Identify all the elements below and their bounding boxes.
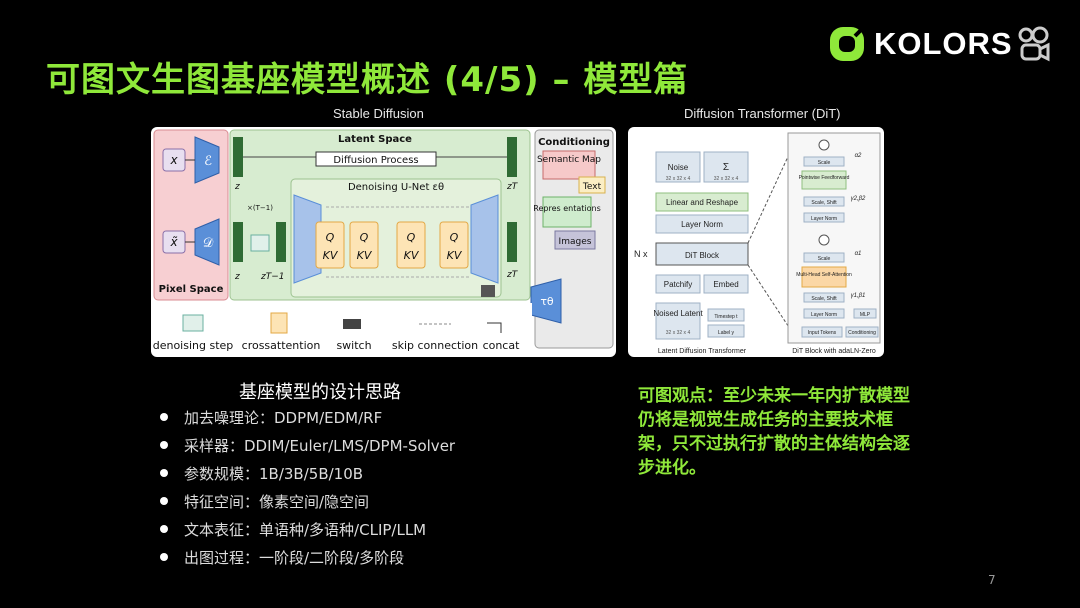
blk-scale1: Scale [818,160,831,166]
latent-space-label: Latent Space [338,134,412,145]
blk-ln2: Layer Norm [811,312,837,318]
bullet-dot-icon [160,412,168,421]
bullet-text: 特征空间：像素空间/隐空间 [184,493,370,511]
bullet-text: 参数规模：1B/3B/5B/10B [184,465,364,483]
blk-scaleshift2: Scale, Shift [811,296,837,302]
svg-text:Q: Q [326,231,335,244]
x-symbol: x [169,153,178,167]
design-heading: 基座模型的设计思路 [239,382,401,403]
svg-text:Q: Q [360,231,369,244]
bullet-dot-icon [160,440,168,449]
cond-repr: Repres entations [533,204,600,213]
legend-denoising: denoising step [153,339,234,352]
noised-latent: Noised Latent [653,309,703,318]
blk-conditioning: Conditioning [848,330,876,336]
list-item: 采样器：DDIM/Euler/LMS/DPM-Solver [160,432,455,460]
svg-text:Q: Q [450,231,459,244]
encoder-symbol: ℰ [204,154,212,169]
x-tilde-symbol: x̃ [169,235,178,249]
cond-images: Images [559,237,592,247]
noised-dims: 32 x 32 x 4 [666,330,691,336]
bullet-text: 加去噪理论：DDPM/EDM/RF [184,409,383,427]
decoder-symbol: 𝒟 [203,236,214,251]
patchify: Patchify [664,280,692,289]
dit-caption: Diffusion Transformer (DiT) [684,106,841,121]
design-bullet-list: 加去噪理论：DDPM/EDM/RF 采样器：DDIM/Euler/LMS/DPM… [160,404,455,572]
layer-norm: Layer Norm [681,220,723,229]
noise-label: Noise [668,163,689,172]
svg-text:KV: KV [404,249,420,262]
tau-symbol: τθ [540,295,554,308]
blk-scale2: Scale [818,256,831,262]
brand-name: KOLORS [874,26,1013,61]
blk-mhsa: Multi-Head Self-Attention [796,272,852,278]
blk-a1: α1 [855,251,862,257]
blk-pff: Pointwise Feedforward [799,175,850,181]
dit-caption-right: DiT Block with adaLN-Zero [792,348,876,355]
cond-text: Text [582,182,602,192]
blk-g1b1: γ1,β1 [851,293,866,299]
kuaishou-logo-icon [1018,26,1050,62]
bullet-dot-icon [160,552,168,561]
svg-text:KV: KV [323,249,339,262]
diffusion-process-label: Diffusion Process [333,155,418,166]
z-bottom: z [234,272,240,282]
sd-caption: Stable Diffusion [333,106,424,121]
blk-scaleshift1: Scale, Shift [811,200,837,206]
dit-caption-left: Latent Diffusion Transformer [658,348,747,355]
dit-diagram: Noise 32 x 32 x 4 Σ 32 x 32 x 4 Linear a… [628,127,884,357]
bullet-text: 采样器：DDIM/Euler/LMS/DPM-Solver [184,437,456,455]
svg-text:KV: KV [447,249,463,262]
zt-top: zT [506,182,519,192]
kolors-logo: KOLORS [828,24,1013,64]
list-item: 加去噪理论：DDPM/EDM/RF [160,404,455,432]
n-times: N x [634,249,648,259]
sigma-dims: 32 x 32 x 4 [714,176,739,182]
dit-block: DiT Block [685,251,720,260]
page-number: 7 [988,573,996,587]
kolors-leaf-icon [830,25,866,61]
repeat-label: ×(T−1) [247,204,273,212]
blk-g2b2: γ2,β2 [851,196,866,202]
bullet-dot-icon [160,496,168,505]
legend-concat: concat [483,339,521,352]
list-item: 出图过程：一阶段/二阶段/多阶段 [160,544,455,572]
unet-label: Denoising U-Net εθ [348,182,444,193]
slide-title: 可图文生图基座模型概述 (4/5) – 模型篇 [46,60,689,100]
list-item: 特征空间：像素空间/隐空间 [160,488,455,516]
blk-mlp: MLP [860,312,871,318]
embed: Embed [713,280,738,289]
noise-dims: 32 x 32 x 4 [666,176,691,182]
blk-ln1: Layer Norm [811,216,837,222]
blk-input-tokens: Input Tokens [808,330,837,336]
bullet-dot-icon [160,468,168,477]
kolors-opinion: 可图观点：至少未来一年内扩散模型仍将是视觉生成任务的主要技术框架，只不过执行扩散… [638,386,910,478]
pixel-space-label: Pixel Space [159,284,224,295]
zt-bottom: zT [506,270,519,280]
zt1-label: zT−1 [260,272,285,282]
svg-text:KV: KV [357,249,373,262]
blk-a2: α2 [855,153,862,159]
list-item: 文本表征：单语种/多语种/CLIP/LLM [160,516,455,544]
bullet-dot-icon [160,524,168,533]
bullet-text: 文本表征：单语种/多语种/CLIP/LLM [184,521,427,539]
legend-switch: switch [336,339,371,352]
label-y: Label y [718,330,735,336]
conditioning-label: Conditioning [538,137,610,148]
svg-text:Q: Q [407,231,416,244]
list-item: 参数规模：1B/3B/5B/10B [160,460,455,488]
timestep: Timestep t [714,314,738,320]
linear-reshape: Linear and Reshape [666,198,739,207]
stable-diffusion-diagram: Pixel Space x x̃ ℰ 𝒟 Latent Space Diffus… [151,127,616,357]
sigma-label: Σ [723,162,729,173]
legend-skip: skip connection [392,339,478,352]
cond-semantic: Semantic Map [537,155,601,165]
bullet-text: 出图过程：一阶段/二阶段/多阶段 [184,549,405,567]
z-top: z [234,182,240,192]
legend-crossattention: crossattention [242,339,321,352]
